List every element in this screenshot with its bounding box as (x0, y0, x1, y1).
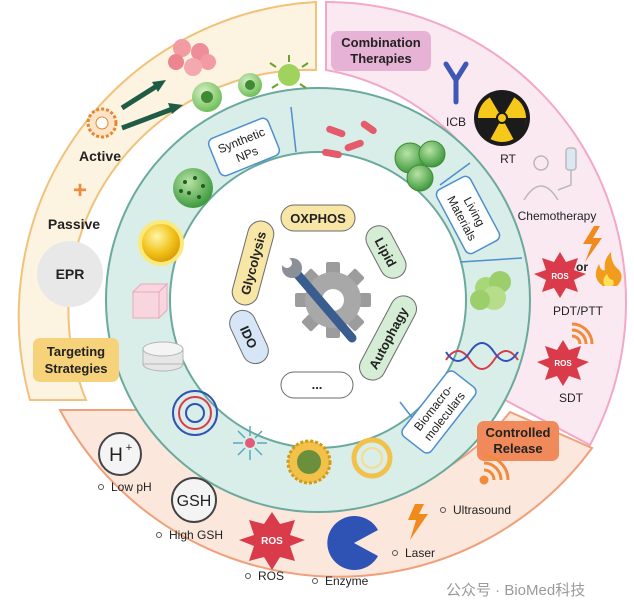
ros-label: ROS (258, 569, 284, 583)
h-plus-icon (98, 432, 142, 476)
laser-icon (408, 504, 428, 540)
svg-text:+: + (126, 442, 132, 454)
rt-label: RT (500, 152, 516, 166)
ultrasound-label: Ultrasound (453, 503, 511, 517)
ido-pill (229, 309, 269, 365)
targeting-heading-line2: Strategies (45, 361, 108, 376)
lipid-pill (365, 225, 407, 279)
tumor-cell-icon (168, 39, 216, 76)
oxphos-label: OXPHOS (290, 211, 346, 226)
ring-divider (290, 106, 297, 153)
enzyme-icon (327, 516, 378, 570)
lightning-icon (583, 226, 602, 262)
broccoli-icon (470, 271, 511, 310)
bacteria-icon (322, 120, 377, 159)
plus-sign: + (73, 177, 87, 204)
watermark: 公众号 · BioMed科技 (446, 582, 585, 599)
dna-icon (445, 342, 519, 370)
gear-icon (295, 262, 371, 338)
svg-text:H: H (109, 445, 123, 466)
high-gsh-label: High GSH (169, 528, 223, 542)
bullet-dot (156, 532, 162, 538)
release-heading-box (477, 421, 559, 461)
laser-label: Laser (405, 546, 435, 560)
targeting-heading-box (33, 338, 119, 382)
or-label: or (576, 260, 588, 274)
ring-divider (459, 257, 523, 263)
sound-wave-icon (571, 322, 594, 345)
ring-divider (439, 162, 471, 186)
disk-np-icon (142, 341, 184, 372)
bullet-dot (98, 484, 104, 490)
bullet-dot (312, 578, 318, 584)
vesicle-icon (351, 437, 393, 479)
chemotherapy-label: Chemotherapy (518, 209, 597, 223)
svg-text:ROS: ROS (554, 359, 572, 368)
polymer-np-icon (172, 390, 218, 436)
epr-label: EPR (56, 266, 85, 282)
cube-np-icon (131, 282, 169, 320)
bullet-dot (245, 573, 251, 579)
wrench-icon (282, 258, 357, 343)
gold-np-icon (138, 220, 184, 266)
bullet-dot (392, 550, 398, 556)
ultrasound-icon (479, 454, 510, 485)
more-pill (280, 371, 354, 399)
synthetic-nps-pill (207, 117, 281, 177)
immune-cell-icon (192, 55, 309, 112)
combination-heading-box (331, 31, 431, 71)
green-cells-icon (394, 140, 446, 192)
epr-badge (37, 241, 103, 307)
ros-burst-icon: ROS (239, 512, 305, 570)
ros-burst-icon: ROS (537, 340, 589, 386)
arrow-icon (120, 80, 183, 131)
enzyme-label: Enzyme (325, 574, 369, 588)
passive-label: Passive (48, 216, 100, 232)
autophagy-pill (359, 295, 417, 381)
more-label: ... (312, 377, 323, 392)
icb-label: ICB (446, 115, 466, 129)
micelle-icon (233, 426, 267, 460)
targeting-heading-line1: Targeting (47, 344, 105, 359)
sdt-label: SDT (559, 391, 584, 405)
active-label: Active (79, 148, 121, 164)
liposome-icon (86, 107, 118, 139)
gsh-icon (171, 477, 217, 523)
living-materials-pill (435, 175, 501, 255)
svg-text:ROS: ROS (551, 272, 569, 281)
svg-text:ROS: ROS (261, 536, 283, 547)
svg-text:GSH: GSH (177, 493, 212, 510)
radiation-icon (474, 90, 530, 146)
release-heading-line1: Controlled (486, 425, 551, 440)
flame-icon (595, 252, 622, 286)
glycolysis-pill (231, 220, 275, 306)
combination-heading-line2: Therapies (350, 51, 411, 66)
pdt-ptt-label: PDT/PTT (553, 304, 604, 318)
patient-iv-icon (523, 147, 577, 201)
bullet-dot (440, 507, 446, 513)
porous-np-icon (173, 168, 213, 208)
release-heading-line2: Release (493, 441, 542, 456)
low-ph-label: Low pH (111, 480, 152, 494)
lipid-np-icon (286, 439, 332, 485)
oxphos-pill (280, 204, 356, 232)
ros-burst-icon: ROS (534, 252, 586, 298)
biomacromoleculars-pill (401, 370, 477, 454)
combination-heading-line1: Combination (341, 35, 420, 50)
antibody-icon (443, 61, 469, 105)
